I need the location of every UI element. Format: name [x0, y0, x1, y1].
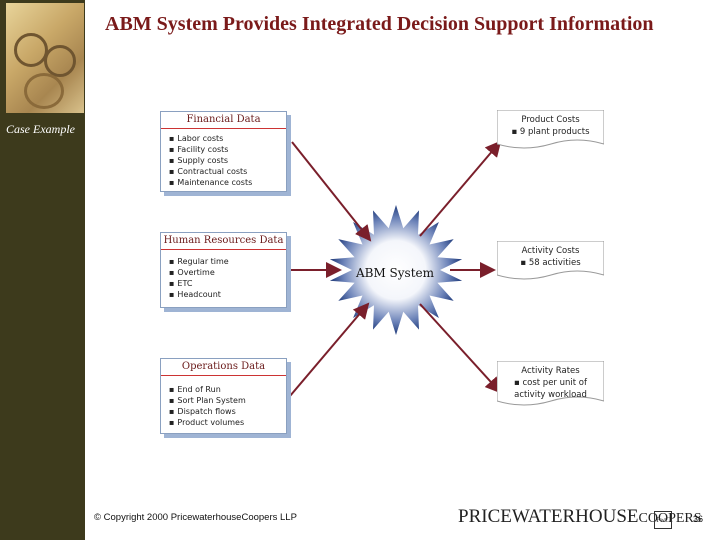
page-number: 36: [693, 514, 704, 524]
sidebar: Case Example: [0, 0, 85, 540]
arrow-operations-to-abm: [289, 302, 370, 397]
document-shape: [497, 241, 604, 280]
activity-rates-document: Activity Rates ▪ cost per unit of activi…: [497, 361, 604, 407]
list-item: Regular time: [169, 256, 286, 267]
activity-costs-detail: 58 activities: [528, 258, 581, 268]
human-resources-data-heading: Human Resources Data: [161, 233, 286, 250]
activity-rates-title: Activity Rates: [521, 366, 580, 376]
list-item: ▪ cost per unit of activity workload: [514, 378, 587, 400]
list-item: Contractual costs: [169, 166, 286, 177]
document-shape: [497, 361, 604, 406]
abm-system-label: ABM System: [355, 266, 435, 280]
document-shape: [497, 110, 604, 149]
list-item: Product volumes: [169, 417, 286, 428]
human-resources-data-box: Human Resources Data Regular time Overti…: [160, 232, 287, 308]
product-costs-title: Product Costs: [521, 115, 580, 125]
list-item: Supply costs: [169, 155, 286, 166]
activity-costs-document: Activity Costs ▪ 58 activities: [497, 241, 604, 281]
pwc-logo-mark: PwC: [654, 511, 672, 529]
product-costs-document: Product Costs ▪ 9 plant products: [497, 110, 604, 150]
financial-data-heading: Financial Data: [161, 112, 286, 129]
copyright-notice: © Copyright 2000 PricewaterhouseCoopers …: [94, 512, 297, 523]
arrow-abm-to-product-costs: [419, 140, 502, 237]
list-item: Dispatch flows: [169, 406, 286, 417]
financial-data-box: Financial Data Labor costs Facility cost…: [160, 111, 287, 192]
list-item: Labor costs: [169, 133, 286, 144]
arrow-financial-to-abm: [291, 141, 372, 242]
case-example-label: Case Example: [6, 122, 75, 136]
product-costs-detail: 9 plant products: [519, 127, 590, 137]
list-item: ▪ 58 activities: [520, 258, 581, 268]
list-item: Facility costs: [169, 144, 286, 155]
operations-data-heading: Operations Data: [161, 359, 286, 376]
activity-rates-detail: cost per unit of activity workload: [514, 378, 587, 400]
list-item: Maintenance costs: [169, 177, 286, 188]
slide-title: ABM System Provides Integrated Decision …: [105, 13, 654, 35]
decorative-photo: [6, 3, 84, 113]
list-item: ▪ 9 plant products: [511, 127, 590, 137]
list-item: ETC: [169, 278, 286, 289]
list-item: Headcount: [169, 289, 286, 300]
list-item: Overtime: [169, 267, 286, 278]
list-item: End of Run: [169, 384, 286, 395]
operations-data-box: Operations Data End of Run Sort Plan Sys…: [160, 358, 287, 434]
arrow-abm-to-activity-rates: [419, 303, 502, 394]
list-item: Sort Plan System: [169, 395, 286, 406]
activity-costs-title: Activity Costs: [521, 246, 580, 256]
logo-text-a: PRICEWATERHOUSE: [458, 506, 639, 527]
